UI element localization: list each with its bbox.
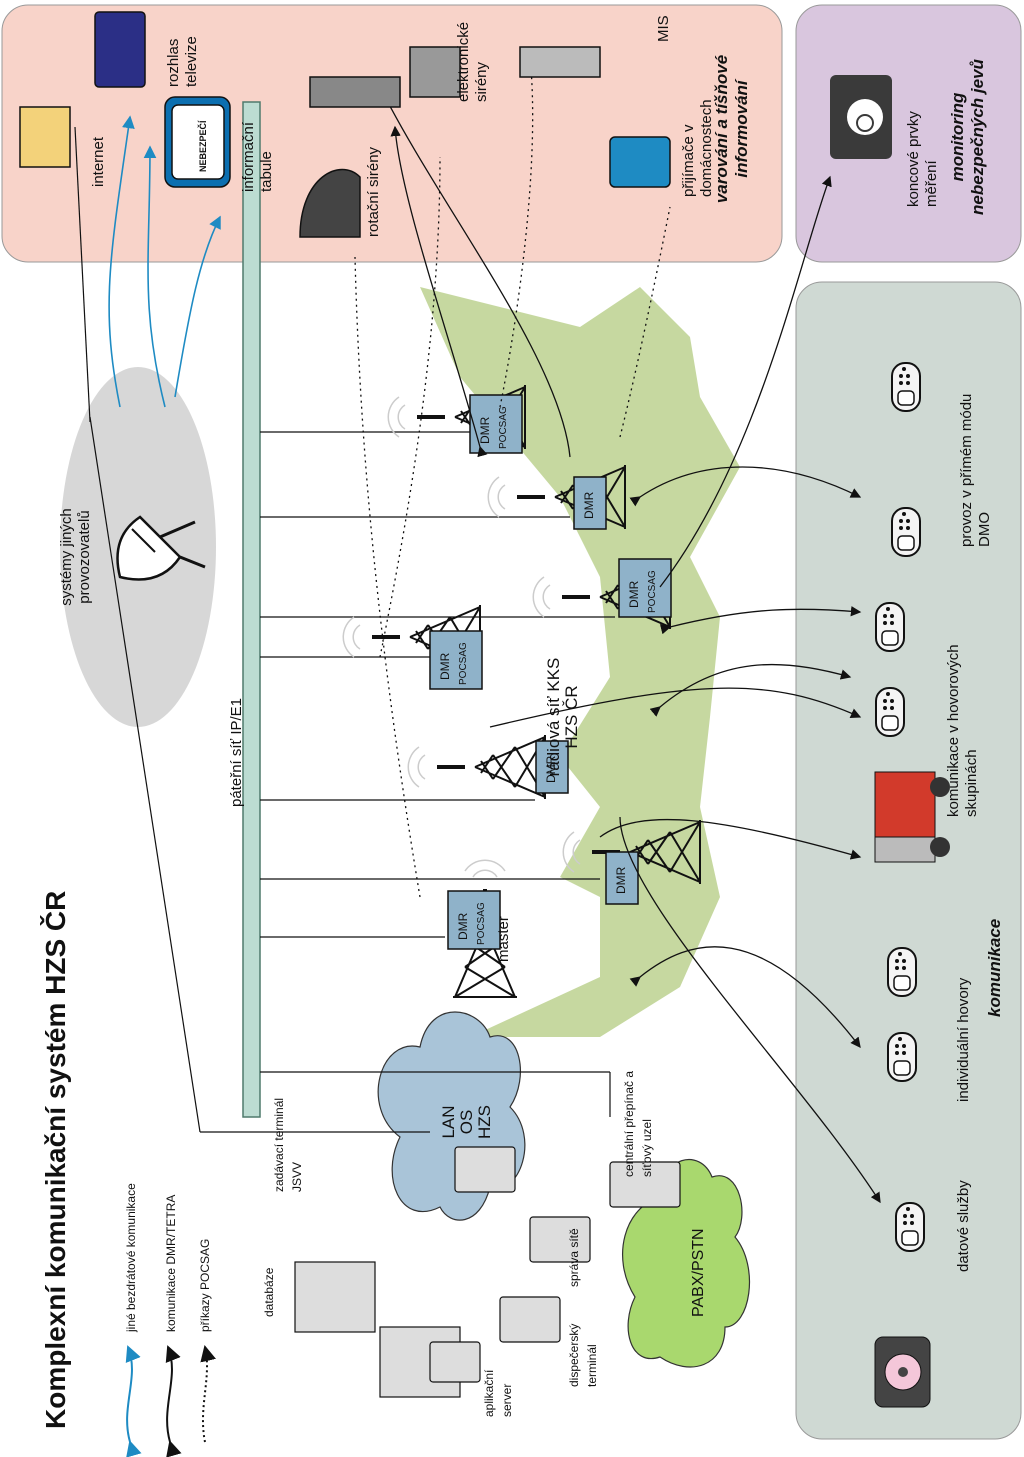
station-tag-dmr: DMR xyxy=(456,912,470,940)
phone-icon xyxy=(887,947,917,997)
household-receivers-label: přijímače v domácnostech xyxy=(680,99,715,197)
electronic-sirens-label: elektronické sirény xyxy=(455,21,490,102)
mis-label: MIS xyxy=(655,15,672,42)
legend-glyphs xyxy=(125,1345,216,1457)
station-tag-dmr: DMR xyxy=(438,652,452,680)
monitoring-zone xyxy=(795,4,1022,263)
legend-dmr-tetra: komunikace DMR/TETRA xyxy=(164,1194,178,1332)
data-services-label: datové služby xyxy=(955,1180,972,1272)
legend-pocsag: příkazy POCSAG xyxy=(198,1238,212,1332)
rotating-sirens-label: rotační sirény xyxy=(365,146,382,237)
backbone-label: páteřní síť IP/E1 xyxy=(228,697,245,807)
page-title: Komplexní komunikační systém HZS ČR xyxy=(40,890,71,1429)
phone-icon xyxy=(891,362,921,412)
warning-zone-icons xyxy=(19,11,671,238)
station-tag-dmr: DMR xyxy=(544,755,558,783)
pabx-label: PABX/PSTN xyxy=(690,1228,707,1317)
station-tag-pocsag: POCSAG xyxy=(476,902,487,945)
lan-label: LAN OS HZS xyxy=(439,1105,494,1139)
radio-network-area xyxy=(420,287,740,1037)
station-tag-dmr: DMR xyxy=(627,580,641,608)
internet-label: internet xyxy=(90,136,107,187)
backbone-bar xyxy=(242,101,261,1118)
master-label: master xyxy=(495,916,512,962)
broadcast-label: rozhlas televize xyxy=(165,36,200,87)
dispatcher-terminal-label: dispečerský terminál xyxy=(567,1323,599,1387)
station-tag-pocsag: POCSAG xyxy=(458,642,469,685)
fire-truck-icon xyxy=(874,771,950,863)
measurement-elements-label: koncové prvky měření xyxy=(905,111,940,207)
computer-icons xyxy=(294,1146,681,1398)
app-server-label: aplikační server xyxy=(482,1369,514,1417)
dmo-label: provoz v přímém módu DMO xyxy=(958,393,993,547)
individual-calls-label: individuální hovory xyxy=(955,977,972,1102)
info-board-label: informační tabule xyxy=(240,121,275,192)
phone-icon xyxy=(891,507,921,557)
database-label: databáze xyxy=(262,1267,276,1317)
phone-icon xyxy=(875,602,905,652)
other-wireless-links xyxy=(108,115,221,408)
pocsag-links xyxy=(354,56,671,898)
measurement-device-icon xyxy=(830,75,892,159)
network-mgmt-label: správa sítě xyxy=(567,1228,581,1287)
warning-zone-label: varování a tíšňové informování xyxy=(712,54,751,204)
phone-icon xyxy=(887,1032,917,1082)
phone-icon xyxy=(875,687,905,737)
station-tag-dmr: DMR xyxy=(582,491,596,519)
telephone-icon xyxy=(874,1336,931,1408)
warning-sign-text: NEBEZPEČÍ xyxy=(198,120,208,172)
station-tag-pocsag: POCSAG xyxy=(498,406,509,449)
station-tag-dmr: DMR xyxy=(614,866,628,894)
communication-zone-label: komunikace xyxy=(985,918,1004,1017)
station-boxes xyxy=(429,394,672,950)
talkgroups-label: komunikace v hovorových skupinách xyxy=(945,644,980,817)
central-switch-label: centrální přepínač a síťový uzel xyxy=(622,1070,654,1177)
jsvv-terminal-label: zadávací terminál JSVV xyxy=(272,1097,304,1192)
pabx-cloud xyxy=(621,1159,751,1368)
monitoring-zone-label: monitoring nebezpečných jevů xyxy=(948,59,987,215)
phone-icon xyxy=(895,1202,925,1252)
station-tag-dmr: DMR xyxy=(478,416,492,444)
legend-other-wireless: jiné bezdrátové komunikace xyxy=(124,1183,138,1332)
station-tag-pocsag: POCSAG xyxy=(647,570,658,613)
systems-label: systémy jiných provozovatelů xyxy=(58,508,93,606)
satellite-dish-icon xyxy=(116,515,206,581)
dmr-links xyxy=(379,85,881,1204)
